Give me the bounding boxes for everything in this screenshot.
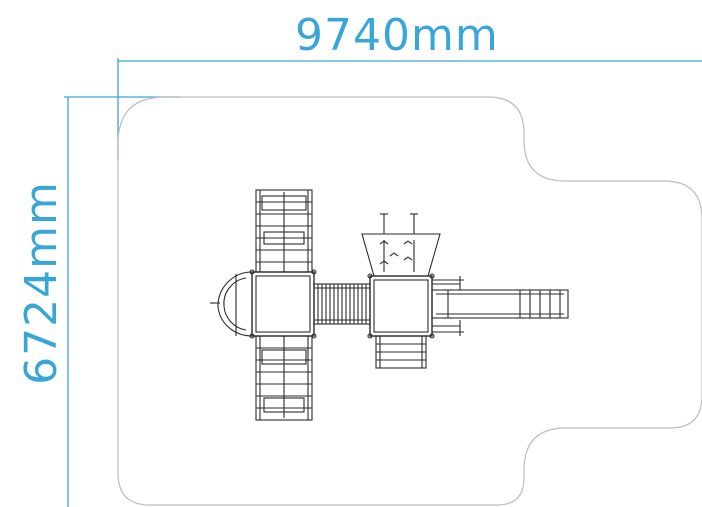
side-rails — [432, 276, 464, 336]
bottom-climbing-net — [255, 335, 313, 421]
dimension-lines — [64, 58, 702, 507]
right-deck — [367, 273, 435, 339]
left-deck — [210, 269, 317, 339]
safety-zone-outline — [117, 96, 702, 506]
slide — [431, 289, 569, 319]
half-dome — [217, 271, 253, 337]
playground-structure — [210, 189, 569, 421]
height-dimension-label: 6724mm — [16, 181, 67, 385]
top-climbing-net — [255, 189, 313, 273]
width-dimension-label: 9740mm — [295, 10, 499, 61]
access-steps — [375, 335, 427, 369]
bridge — [313, 283, 371, 325]
activity-panel — [361, 213, 441, 277]
